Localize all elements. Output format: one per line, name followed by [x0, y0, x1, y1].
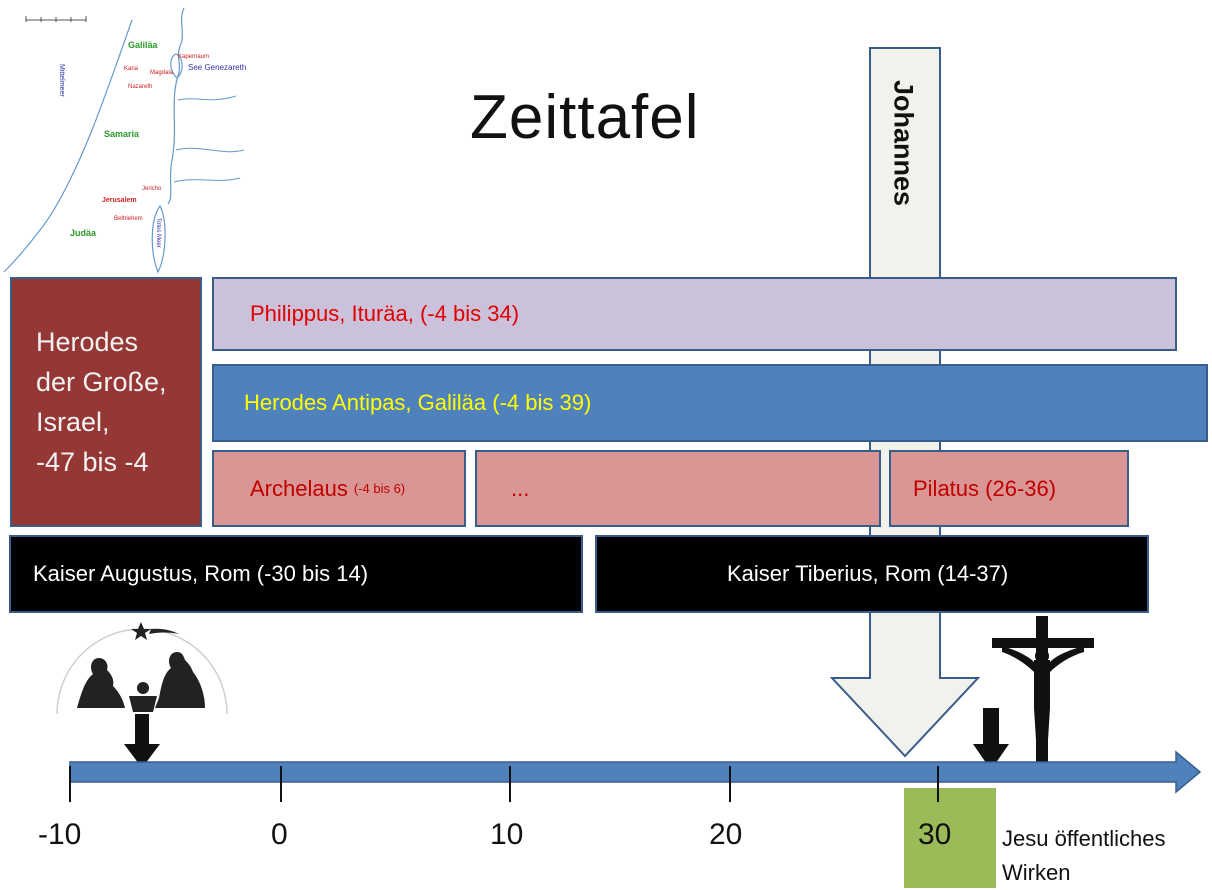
map-town-kapernaum: Kapernaum	[178, 54, 209, 60]
map-town-kana: Kana	[124, 66, 139, 72]
map-region-samaria: Samaria	[104, 129, 140, 139]
map-coastline	[3, 19, 133, 273]
ellipsis-label: ...	[511, 475, 530, 501]
map-dead-sea-label: Totes Meer	[155, 218, 161, 248]
bar-archelaus: Archelaus (-4 bis 6)	[212, 450, 466, 527]
johannes-label: Johannes	[888, 80, 919, 207]
tick-label-0: 0	[271, 818, 288, 851]
map-jordan-river	[167, 7, 185, 205]
bar-unnamed-prefects: ...	[475, 450, 881, 527]
tick-label-minus-10: -10	[38, 818, 82, 851]
tick-label-30: 30	[918, 818, 952, 851]
map-scale-bar	[25, 16, 87, 22]
map-town-jerusalem: Jerusalem	[102, 197, 137, 204]
map-town-jericho: Jericho	[142, 186, 162, 192]
public-ministry-label: Jesu öffentliches Wirken	[1002, 826, 1166, 885]
bar-philippus: Philippus, Ituräa, (-4 bis 34)	[212, 277, 1177, 351]
tick-label-20: 20	[709, 818, 743, 851]
map-town-magdala: Magdala	[150, 70, 174, 76]
map-dead-sea	[151, 204, 166, 274]
philippus-label: Philippus, Ituräa, (-4 bis 34)	[250, 301, 520, 326]
death-down-arrow	[973, 708, 1009, 770]
tiberius-label: Kaiser Tiberius, Rom (14-37)	[727, 561, 1009, 586]
map-lake-label: See Genezareth	[188, 63, 246, 72]
map-sea-label: Mittelmeer	[58, 64, 65, 97]
pilatus-label: Pilatus (26-36)	[913, 475, 1057, 501]
map-town-nazareth: Nazareth	[128, 84, 152, 90]
palestine-map: Galiläa Samaria Judäa Mittelmeer See Gen…	[3, 7, 246, 274]
jesus-public-ministry-marker	[904, 788, 996, 888]
bar-kaiser-tiberius: Kaiser Tiberius, Rom (14-37)	[595, 535, 1149, 613]
bar-herodes-der-grosse: Herodes der Große, Israel, -47 bis -4	[10, 277, 202, 527]
map-town-bethlehem: Bethlehem	[114, 216, 143, 222]
page-title: Zeittafel	[470, 83, 700, 152]
archelaus-label: Archelaus	[250, 475, 348, 501]
augustus-label: Kaiser Augustus, Rom (-30 bis 14)	[33, 561, 369, 586]
herodes-gross-label: Herodes der Große, Israel, -47 bis -4	[36, 327, 167, 477]
bar-herodes-antipas: Herodes Antipas, Galiläa (-4 bis 39)	[212, 364, 1208, 442]
map-region-judaea: Judäa	[70, 228, 97, 238]
crucifix-icon	[992, 616, 1094, 766]
bar-kaiser-augustus: Kaiser Augustus, Rom (-30 bis 14)	[9, 535, 583, 613]
map-sea-of-galilee	[170, 53, 183, 79]
archelaus-years: (-4 bis 6)	[353, 481, 406, 496]
map-tributaries	[173, 95, 245, 183]
map-region-galilaea: Galiläa	[128, 40, 159, 50]
birth-down-arrow	[124, 714, 160, 768]
tick-label-10: 10	[490, 818, 524, 851]
bar-pilatus: Pilatus (26-36)	[889, 450, 1129, 527]
timeline-axis	[69, 750, 1202, 802]
nativity-icon	[56, 622, 228, 715]
antipas-label: Herodes Antipas, Galiläa (-4 bis 39)	[244, 390, 592, 415]
